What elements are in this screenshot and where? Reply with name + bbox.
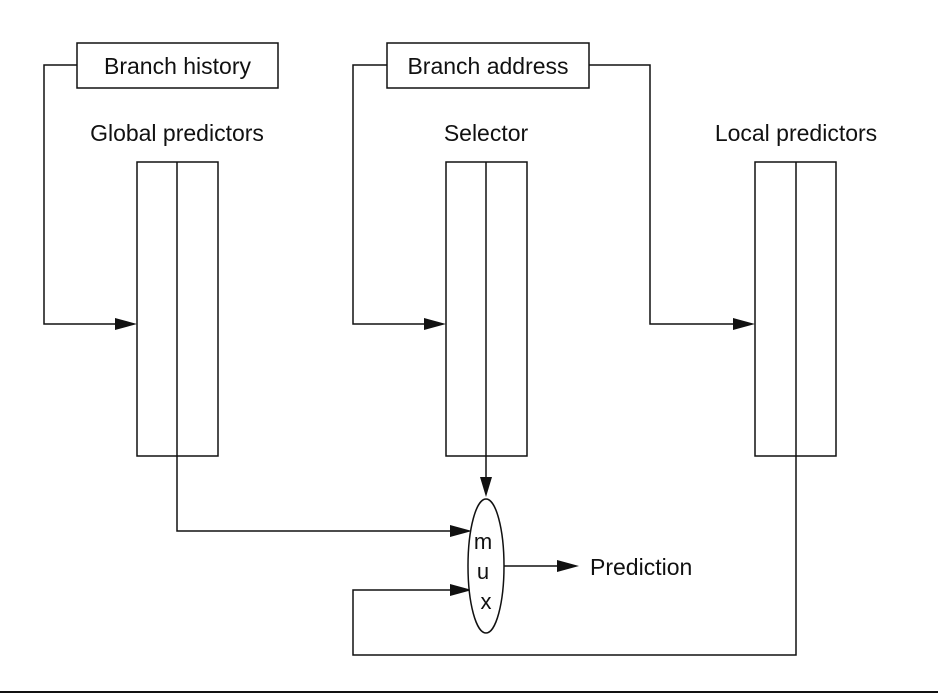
mux: m u x: [467, 498, 505, 634]
history-to-global-arrow: [43, 64, 137, 330]
selector-to-mux-arrow: [480, 456, 492, 497]
mux-letter-u: u: [477, 559, 489, 584]
global-to-mux-arrow: [176, 456, 472, 537]
global-predictors-title: Global predictors: [90, 120, 264, 146]
prediction-label: Prediction: [590, 554, 692, 580]
local-predictors-title: Local predictors: [715, 120, 877, 146]
local-predictors-table: [754, 161, 837, 457]
mux-letter-m: m: [474, 529, 492, 554]
branch-address-box: Branch address: [386, 42, 590, 89]
address-to-local-arrow: [589, 64, 755, 330]
selector-table: [445, 161, 528, 457]
address-to-selector-arrow: [352, 64, 446, 330]
branch-address-label: Branch address: [407, 53, 568, 79]
mux-letter-x: x: [481, 589, 492, 614]
branch-history-box: Branch history: [76, 42, 279, 89]
branch-history-label: Branch history: [104, 53, 252, 79]
selector-title: Selector: [444, 120, 529, 146]
local-to-mux-arrow: [352, 456, 797, 656]
global-predictors-table: [136, 161, 219, 457]
mux-to-prediction-arrow: [504, 560, 579, 572]
